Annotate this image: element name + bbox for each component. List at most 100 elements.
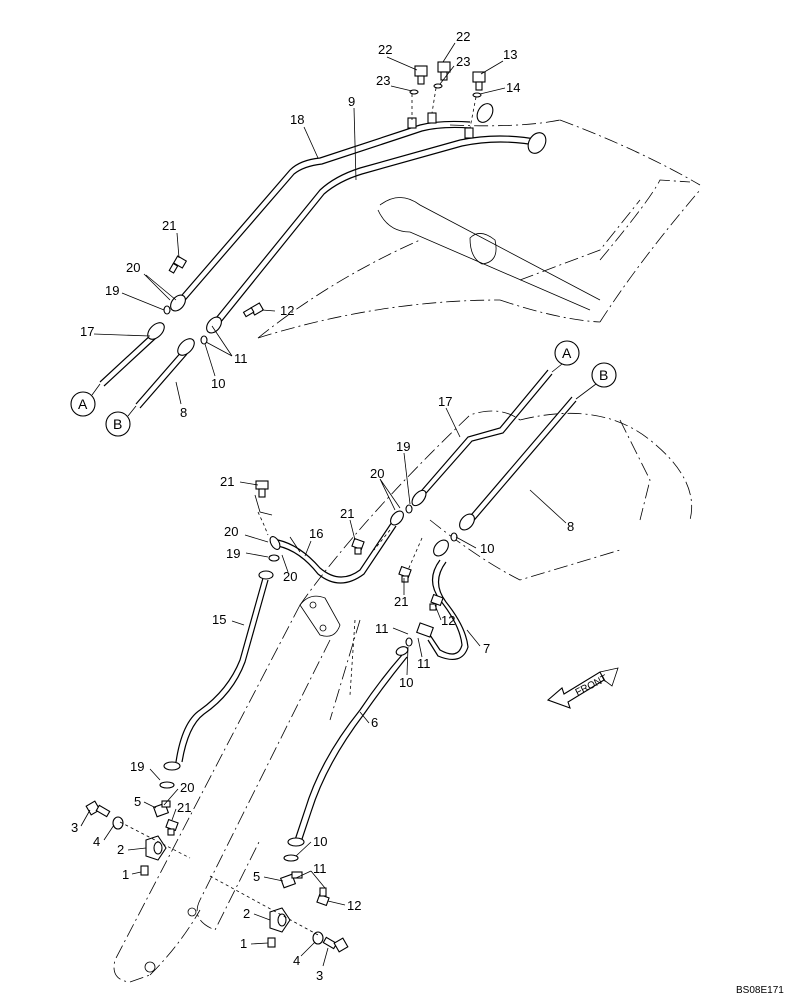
figure-code: BS08E171	[736, 985, 784, 996]
label-18: 18	[290, 112, 304, 127]
label-22b: 22	[456, 29, 470, 44]
label-10-mid-b: 10	[399, 675, 413, 690]
label-23a: 23	[376, 73, 390, 88]
leader-lines	[80, 42, 567, 967]
hose-16	[269, 510, 404, 584]
label-12-mid: 12	[441, 613, 455, 628]
clamp-2b	[269, 907, 291, 933]
label-15: 15	[212, 612, 226, 627]
connector-a-mid: A	[551, 340, 580, 373]
label-16: 16	[309, 526, 323, 541]
bolt-12-bottom	[316, 887, 330, 907]
svg-text:B: B	[599, 367, 608, 383]
label-10-mid-a: 10	[480, 541, 494, 556]
bolt-21-mid-b	[351, 537, 365, 555]
label-22a: 22	[378, 42, 392, 57]
label-20-mid-c: 20	[283, 569, 297, 584]
connector-a-top: A	[70, 383, 101, 417]
label-2a: 2	[117, 842, 124, 857]
pipe-dotted-link	[257, 511, 423, 696]
bolt-21-mid-a	[255, 480, 269, 498]
label-23b: 23	[456, 54, 470, 69]
svg-text:A: A	[78, 396, 88, 412]
hose-17-top	[99, 322, 165, 387]
label-4b: 4	[293, 953, 300, 968]
block-5b	[279, 871, 303, 889]
label-10-bottom: 10	[313, 834, 327, 849]
label-12-bottom: 12	[347, 898, 361, 913]
hose-8-mid	[459, 396, 577, 531]
o-ring-10-mid-b	[405, 637, 413, 647]
clamp-2a	[145, 835, 167, 861]
bolt-21-mid-c	[398, 565, 412, 583]
bolt-13	[472, 71, 486, 91]
svg-text:A: A	[562, 345, 572, 361]
bolt-12-mid	[429, 593, 444, 611]
top-flanges	[407, 103, 547, 154]
label-19-bottom: 19	[130, 759, 144, 774]
washer-4a	[112, 816, 124, 830]
label-13: 13	[503, 47, 517, 62]
label-19-mid: 19	[396, 439, 410, 454]
connector-b-mid: B	[575, 362, 617, 400]
label-3a: 3	[71, 820, 78, 835]
top-leaders-dotted	[411, 87, 477, 129]
bolt-22b	[437, 61, 451, 81]
label-4a: 4	[93, 834, 100, 849]
arm-outline-bottom	[113, 410, 692, 983]
pipe-6	[287, 646, 409, 847]
label-5a: 5	[134, 794, 141, 809]
label-5b: 5	[253, 869, 260, 884]
bolt-1a	[140, 865, 149, 876]
label-12-top: 12	[280, 303, 294, 318]
label-21-mid-c: 21	[394, 594, 408, 609]
pipe-9	[206, 135, 541, 334]
part-labels: 22 22 13 23 23 14 18 9 21 20 19 12 17 11…	[71, 29, 784, 996]
arm-outline-top	[257, 119, 701, 339]
label-21-top: 21	[162, 218, 176, 233]
label-1a: 1	[122, 867, 129, 882]
label-2b: 2	[243, 906, 250, 921]
label-11-mid-a: 11	[375, 621, 389, 636]
bolt-22a	[414, 65, 428, 85]
label-8-mid: 8	[567, 519, 574, 534]
label-14: 14	[506, 80, 520, 95]
label-3b: 3	[316, 968, 323, 983]
label-11-top: 11	[234, 351, 248, 366]
bolt-21-top	[168, 255, 188, 274]
o-ring-19-top	[163, 305, 171, 315]
o-ring-19-bottom	[159, 781, 175, 789]
block-5a	[152, 800, 171, 818]
svg-text:B: B	[113, 416, 122, 432]
label-20-top: 20	[126, 260, 140, 275]
o-ring-10-bottom	[283, 854, 299, 862]
bottom-leader-a	[119, 821, 191, 859]
bolt-3a	[85, 800, 111, 818]
bolt-21-bottom	[165, 818, 179, 836]
o-ring-19-mid	[405, 504, 413, 514]
label-8-top: 8	[180, 405, 187, 420]
label-11-mid-b: 11	[417, 656, 431, 671]
hose-7	[416, 539, 469, 661]
o-ring-10-mid	[450, 532, 458, 542]
label-20-bottom: 20	[180, 780, 194, 795]
o-ring-23b	[433, 83, 443, 89]
label-19-top: 19	[105, 283, 119, 298]
connector-b-top: B	[105, 405, 137, 437]
washer-4b	[312, 931, 324, 945]
label-20-mid-a: 20	[370, 466, 384, 481]
hose-17-mid	[411, 369, 553, 507]
label-21-mid-b: 21	[340, 506, 354, 521]
mid-bracket-line	[254, 494, 273, 516]
o-ring-19-mid-b	[268, 554, 280, 562]
hose-8-top	[135, 338, 195, 409]
label-9: 9	[348, 94, 355, 109]
bolt-3b	[322, 936, 349, 953]
label-6: 6	[371, 715, 378, 730]
label-21-mid-a: 21	[220, 474, 234, 489]
bolt-12-top	[242, 302, 265, 318]
bolt-1b	[267, 937, 276, 948]
label-11-bottom: 11	[313, 861, 327, 876]
label-10-top: 10	[211, 376, 225, 391]
